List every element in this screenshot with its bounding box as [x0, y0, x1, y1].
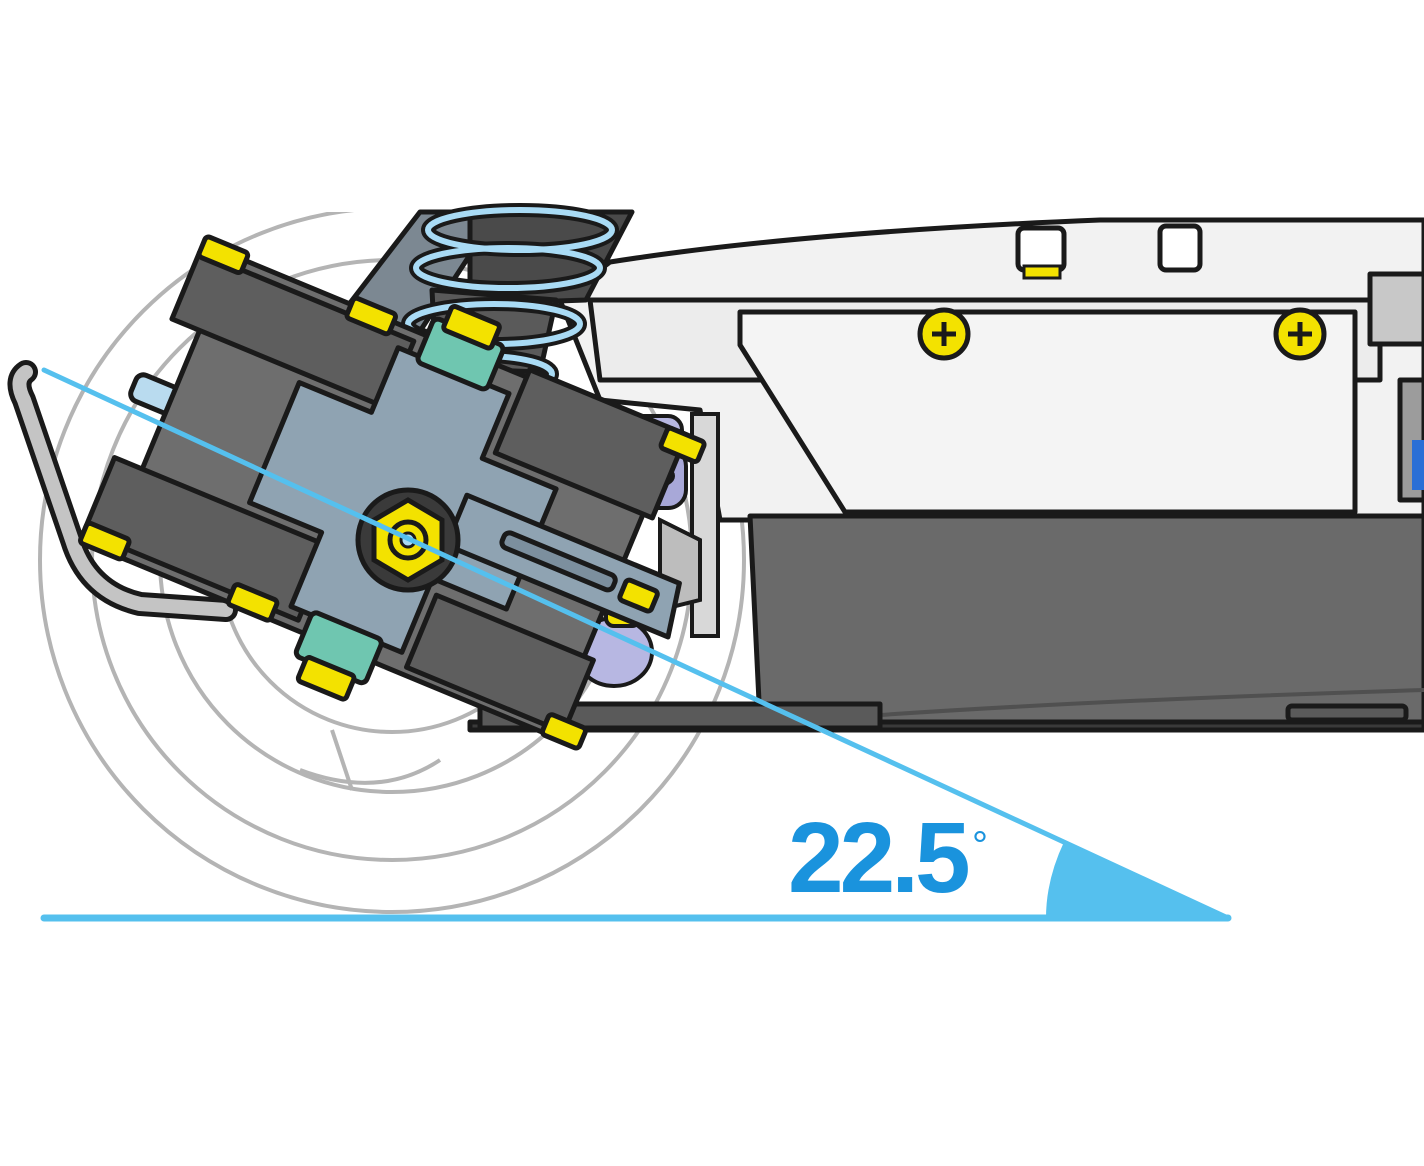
angle-indicator-wedge [1046, 842, 1228, 918]
degree-symbol: ° [972, 824, 988, 868]
phillips-screw-icon [917, 307, 971, 361]
small-yellow-tab [1022, 264, 1062, 280]
front-bumper [7, 360, 238, 622]
inclination-reference-line [41, 367, 1231, 921]
phillips-screw-icon [1273, 307, 1327, 361]
angle-value-label: 22.5 [788, 802, 971, 914]
chassis-upper-body [557, 217, 1424, 523]
